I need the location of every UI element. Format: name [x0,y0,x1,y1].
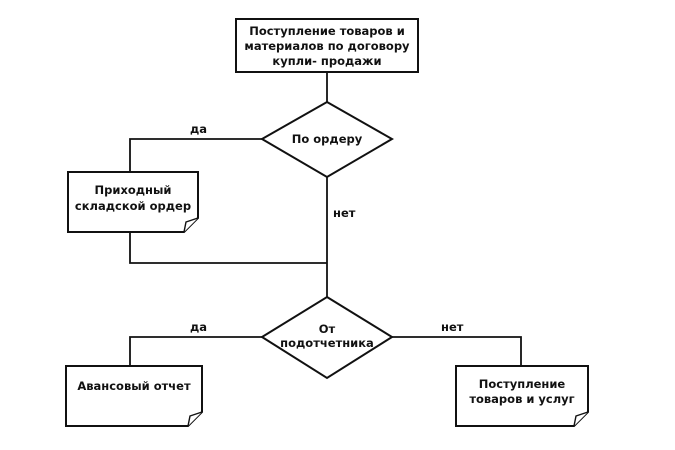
edge-label-decision2-yes: да [190,320,207,334]
start-box-rect [235,18,419,73]
decision2-line-1: От [319,322,336,336]
doc-goods-line-2: товаров и услуг [469,392,574,406]
decision1-label: По ордеру [292,132,363,146]
doc-order-line-2: складской ордер [75,199,191,213]
start-box-line-1: Поступление товаров и [249,24,405,38]
doc-goods-line-1: Поступление [479,377,566,391]
document-goods-receipt: Поступление товаров и услуг [455,365,589,427]
edge-label-decision2-no: нет [441,320,464,334]
edge-label-decision1-no: нет [333,206,356,220]
edge-order-merge [129,232,327,264]
doc-order-fold [183,217,199,233]
doc-goods-fold [573,411,589,427]
doc-advance-line-1: Авансовый отчет [77,379,191,393]
doc-advance-shape [65,365,203,427]
edge-decision2-no [392,336,522,366]
decision2-line-2: подотчетника [280,336,374,350]
edge-decision1-yes [129,138,262,172]
document-receipt-order: Приходный складской ордер [67,171,199,233]
decision-from-accountable: От подотчетника [260,295,394,380]
decision2-diamond [260,295,394,380]
start-process-box: Поступление товаров и материалов по дого… [235,18,419,73]
connectors [129,72,522,366]
edge-decision2-yes [129,336,262,366]
document-advance-report: Авансовый отчет [65,365,203,427]
start-box-line-3: купли- продажи [272,54,381,68]
decision1-diamond [259,100,395,179]
start-box-line-2: материалов по договору [244,39,410,53]
decision-by-order: По ордеру [259,100,395,179]
doc-advance-fold [187,411,203,427]
edge-label-decision1-yes: да [190,122,207,136]
doc-order-line-1: Приходный [95,183,172,197]
